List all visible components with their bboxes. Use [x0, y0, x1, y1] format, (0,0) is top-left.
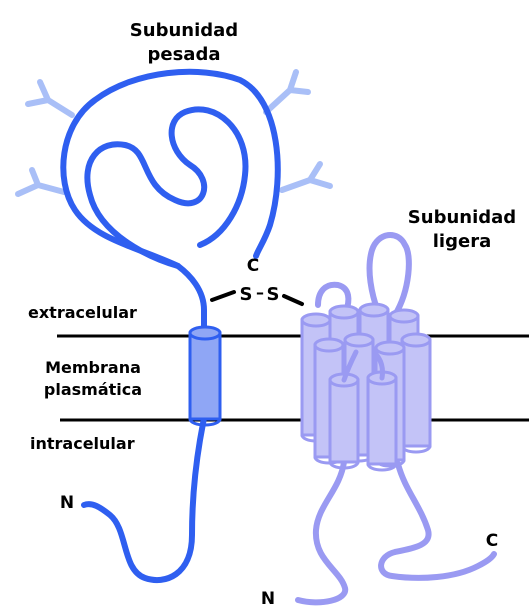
- light-chain-c-tail: [381, 464, 494, 578]
- disulfide-bond-right: [284, 296, 302, 304]
- light-chain-n-tail: [298, 462, 345, 602]
- intracellular-label: intracelular: [30, 434, 135, 453]
- heavy-tm-helix: [190, 327, 220, 425]
- light-n-terminus-label: N: [261, 589, 275, 608]
- glycan-top-right: [266, 72, 308, 112]
- membrane-label-line1: Membrana: [45, 358, 141, 377]
- disulfide-dash: –: [256, 283, 264, 302]
- disulfide-s-left: S: [240, 284, 253, 305]
- light-subunit-title-line1: Subunidad: [408, 207, 516, 228]
- heavy-chain-inner-loop: [87, 109, 245, 266]
- heavy-c-terminus-label: C: [247, 256, 259, 276]
- light-tm-helix-5: [402, 334, 430, 452]
- light-tm-helix-10: [368, 372, 396, 470]
- disulfide-bond-left: [212, 292, 234, 300]
- light-tm-helix-9: [330, 374, 358, 468]
- glycan-top-left: [28, 82, 72, 115]
- light-c-terminus-label: C: [486, 531, 498, 551]
- heavy-subunit-title-line2: pesada: [148, 44, 221, 65]
- disulfide-s-right: S: [267, 284, 280, 305]
- light-subunit-title-line2: ligera: [433, 231, 491, 252]
- extracellular-label: extracelular: [28, 303, 137, 322]
- glycan-left: [18, 170, 64, 194]
- heavy-n-terminus-label: N: [60, 493, 74, 513]
- glycan-right: [282, 164, 330, 190]
- heavy-subunit-title-line1: Subunidad: [130, 20, 238, 41]
- membrane-label-line2: plasmática: [44, 380, 142, 399]
